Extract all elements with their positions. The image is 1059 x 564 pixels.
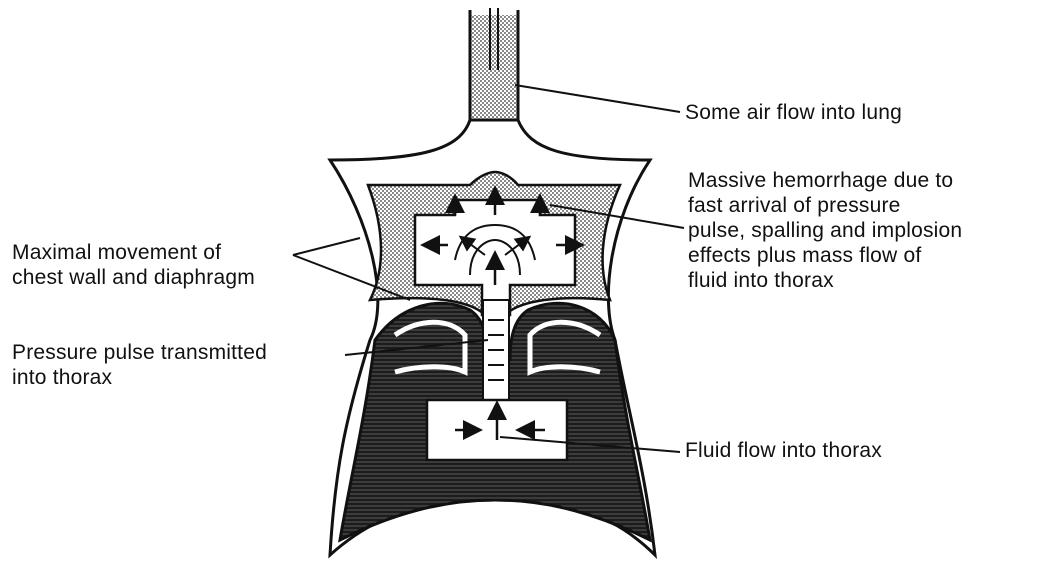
label-hemorrhage: Massive hemorrhage due to fast arrival o… — [688, 168, 962, 293]
label-movement: Maximal movement of chest wall and diaph… — [12, 240, 255, 290]
label-air-flow: Some air flow into lung — [685, 100, 902, 125]
leader-movement-1 — [293, 238, 360, 255]
central-tube — [483, 300, 509, 410]
label-pressure-pulse-line-2: into thorax — [12, 365, 267, 390]
label-movement-line-2: chest wall and diaphragm — [12, 265, 255, 290]
label-hemorrhage-line-5: fluid into thorax — [688, 268, 962, 293]
label-air-flow-text: Some air flow into lung — [685, 100, 902, 125]
label-hemorrhage-line-3: pulse, spalling and implosion — [688, 218, 962, 243]
label-fluid-flow: Fluid flow into thorax — [685, 438, 882, 463]
leader-air-flow — [515, 85, 680, 112]
label-hemorrhage-line-1: Massive hemorrhage due to — [688, 168, 962, 193]
label-hemorrhage-line-4: effects plus mass flow of — [688, 243, 962, 268]
label-pressure-pulse-line-1: Pressure pulse transmitted — [12, 340, 267, 365]
label-pressure-pulse: Pressure pulse transmitted into thorax — [12, 340, 267, 390]
label-fluid-flow-text: Fluid flow into thorax — [685, 438, 882, 463]
label-hemorrhage-line-2: fast arrival of pressure — [688, 193, 962, 218]
label-movement-line-1: Maximal movement of — [12, 240, 255, 265]
